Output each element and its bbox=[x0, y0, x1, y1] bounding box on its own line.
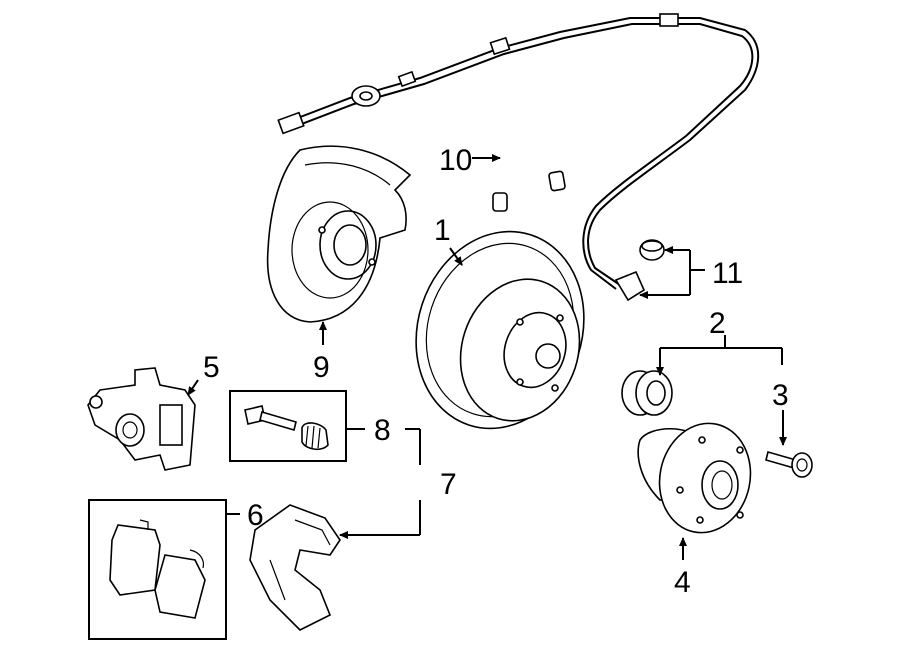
callout-7: 7 bbox=[440, 468, 457, 501]
brake-pad-box bbox=[88, 499, 227, 640]
callout-5: 5 bbox=[203, 351, 220, 384]
callout-2: 2 bbox=[709, 307, 726, 340]
callout-4: 4 bbox=[674, 566, 691, 599]
wheel-bearing bbox=[621, 370, 673, 416]
callout-1: 1 bbox=[434, 214, 451, 247]
guide-pin-kit-box bbox=[229, 390, 347, 462]
brake-rotor bbox=[415, 230, 585, 430]
abs-sensor bbox=[614, 239, 665, 302]
caliper-bracket bbox=[249, 504, 341, 631]
leader-lines bbox=[187, 154, 787, 560]
callout-8: 8 bbox=[374, 414, 391, 447]
callout-3: 3 bbox=[772, 379, 789, 412]
abs-sensor-cable bbox=[277, 13, 760, 290]
callout-9: 9 bbox=[313, 351, 330, 384]
hub-bolt bbox=[765, 451, 813, 478]
wheel-hub bbox=[637, 422, 752, 534]
brake-hose bbox=[492, 138, 566, 212]
callout-6: 6 bbox=[247, 499, 264, 532]
callout-10: 10 bbox=[439, 144, 472, 177]
brake-caliper bbox=[87, 367, 196, 471]
callout-11: 11 bbox=[712, 257, 743, 290]
splash-shield bbox=[266, 145, 412, 323]
